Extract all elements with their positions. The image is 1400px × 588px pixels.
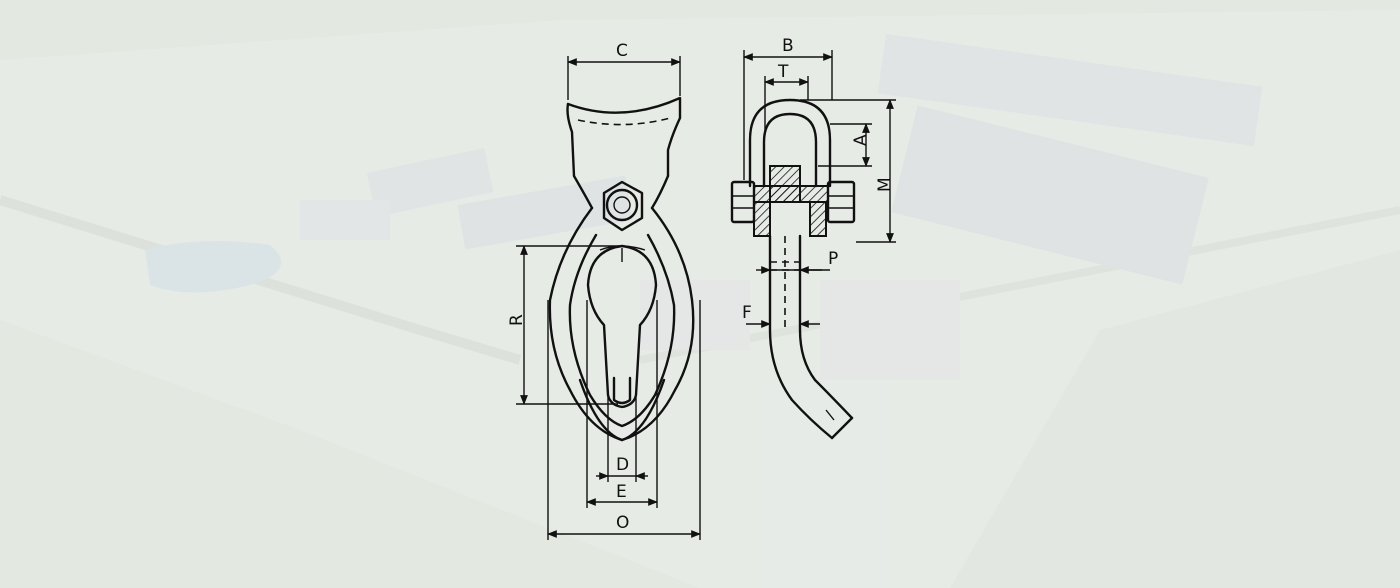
label-f: F — [742, 303, 752, 323]
label-b: B — [782, 36, 794, 56]
dimension-labels: C B T A M P F R D E O — [507, 36, 895, 533]
nut — [602, 180, 644, 232]
side-dimensions — [743, 50, 896, 328]
front-view — [548, 96, 695, 442]
label-o: O — [616, 513, 629, 533]
label-m: M — [875, 177, 895, 192]
label-c: C — [616, 41, 628, 61]
front-dimensions — [516, 56, 701, 540]
side-view — [730, 98, 856, 440]
label-p: P — [828, 249, 838, 269]
label-e: E — [616, 482, 627, 502]
label-a: A — [851, 134, 871, 146]
label-d: D — [616, 455, 629, 475]
label-r: R — [507, 314, 527, 326]
label-t: T — [777, 62, 789, 82]
